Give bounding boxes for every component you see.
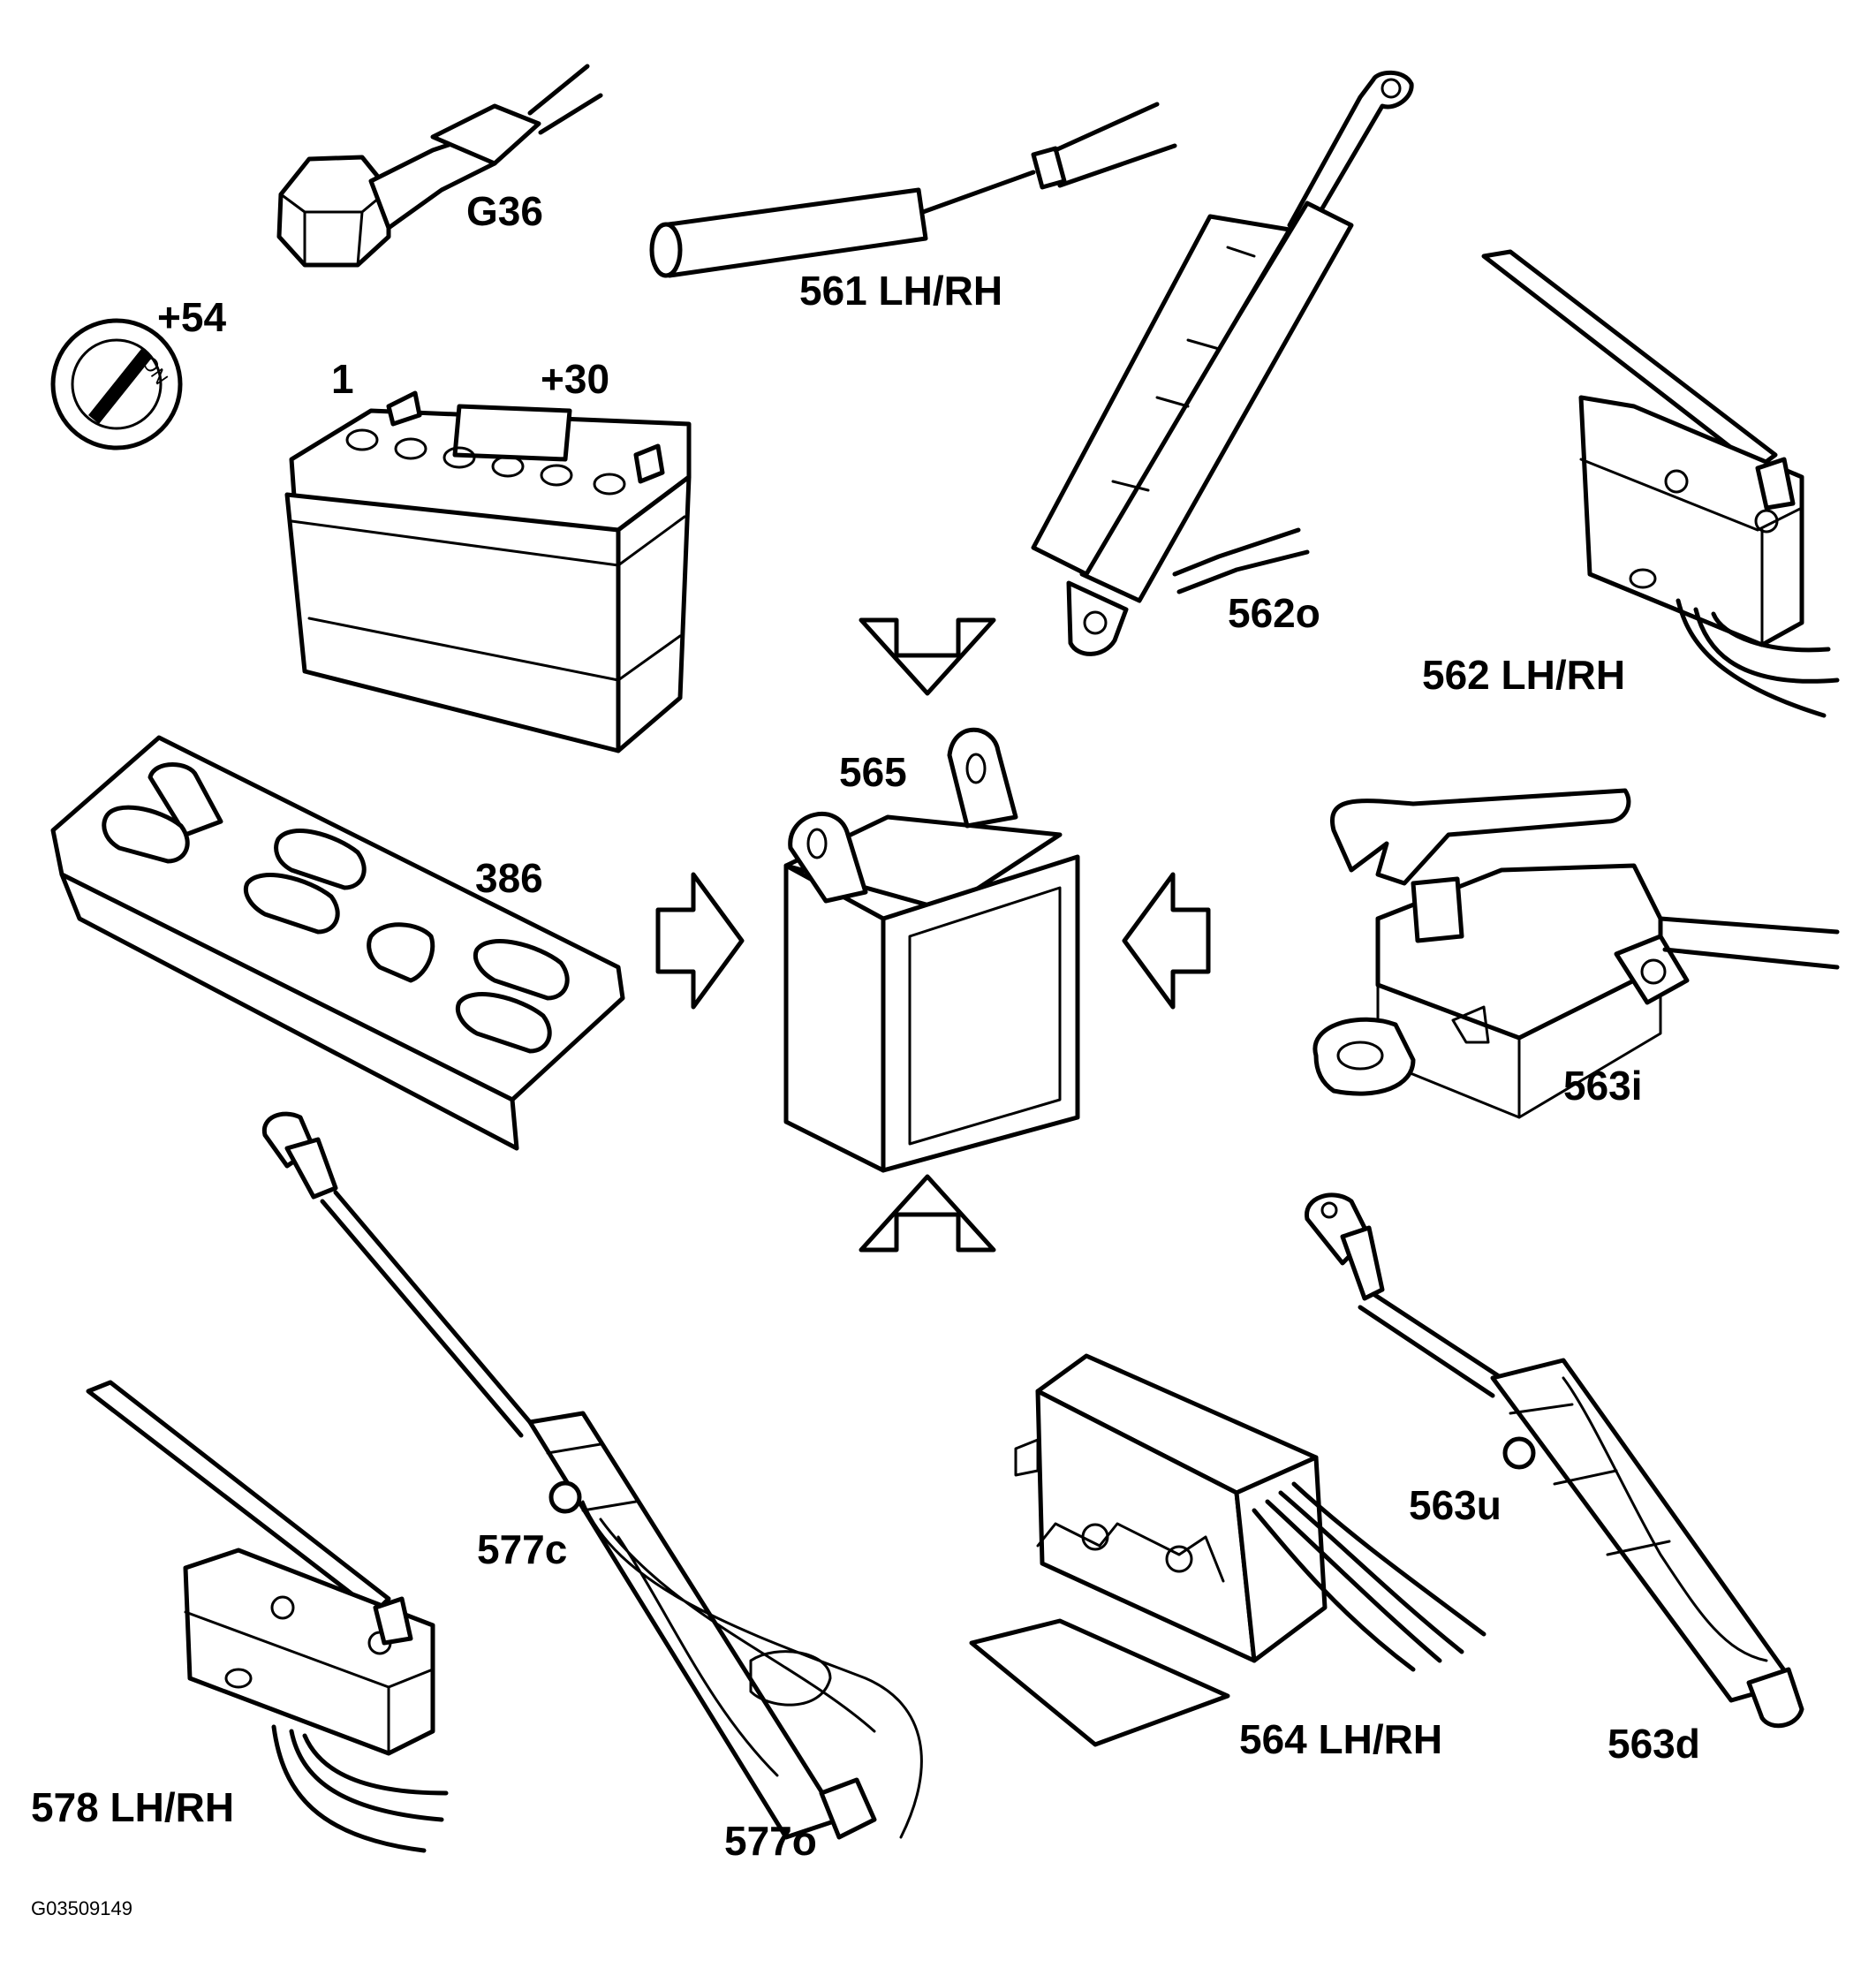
actuator-563-icon [1305,1192,1804,1729]
label-563u: 563u [1409,1482,1502,1528]
label-563i: 563i [1563,1063,1643,1109]
ignition-switch-icon: ON [50,318,183,450]
battery-icon [284,390,692,753]
figure-id: G03509149 [31,1897,132,1919]
label-564: 564 LH/RH [1239,1716,1442,1762]
label-562: 562 LH/RH [1422,652,1625,698]
label-565: 565 [839,749,907,795]
cable-actuator-577-icon [261,1111,923,1840]
ground-terminal-g36-icon [276,64,603,268]
label-terminal-1: 1 [331,356,354,402]
label-p30: +30 [541,356,609,402]
label-386: 386 [475,855,543,901]
arrow-up-icon [859,1174,996,1253]
label-563d: 563d [1607,1721,1700,1767]
control-module-565-icon [783,727,1080,1173]
label-562o: 562o [1228,590,1320,636]
arrow-left-icon [1122,872,1211,1010]
actuator-562o-icon [1031,70,1414,656]
window-switch-panel-386-icon [50,735,625,1151]
microswitch-562-icon [1481,249,1840,718]
microswitch-578-icon [86,1380,449,1853]
arrow-down-icon [859,617,996,696]
label-561: 561 LH/RH [799,268,1002,314]
label-g36: G36 [466,188,543,234]
sensor-561-icon [649,102,1177,278]
arrow-right-icon [655,872,745,1010]
label-577o: 577o [724,1818,817,1864]
label-p54: +54 [157,294,226,340]
switch-563i-icon [1312,788,1840,1119]
label-578: 578 LH/RH [31,1784,234,1830]
label-577c: 577c [477,1526,567,1572]
connector-564-icon [969,1353,1486,1747]
